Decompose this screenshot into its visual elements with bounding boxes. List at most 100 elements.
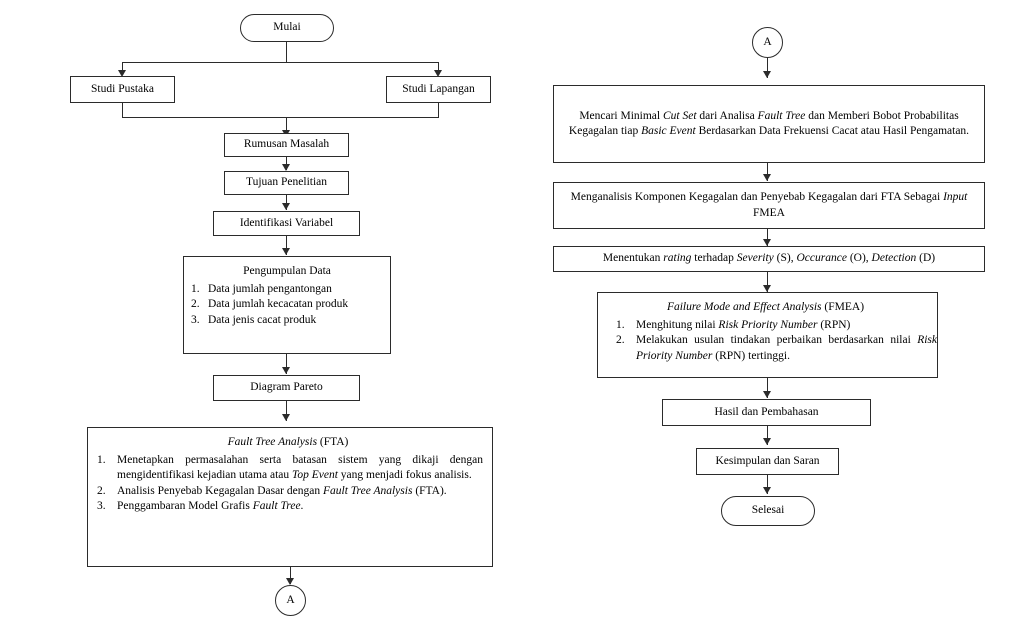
arrow-to-fmea <box>763 285 771 292</box>
line-hasil-down <box>767 426 769 445</box>
arrow-to-fta <box>282 414 290 421</box>
node-hasil-pembahasan-label: Hasil dan Pembahasan <box>714 405 819 418</box>
line-fta-down <box>290 567 292 584</box>
node-selesai-label: Selesai <box>751 504 785 517</box>
list-item-number: 3. <box>191 313 200 326</box>
node-cut-set-text: Mencari Minimal Cut Set dari Analisa Fau… <box>568 109 970 137</box>
list-item: 2. Data jumlah kecacatan produk <box>188 297 384 312</box>
list-item-text: Data jenis cacat produk <box>208 313 317 326</box>
node-pengumpulan-data: Pengumpulan Data 1. Data jumlah penganto… <box>183 256 391 354</box>
list-item-text: Data jumlah kecacatan produk <box>208 298 349 311</box>
fta-list: 1. Menetapkan permasalahan serta batasan… <box>91 453 485 514</box>
list-item: 1. Data jumlah pengantongan <box>188 282 384 297</box>
node-mulai: Mulai <box>240 14 334 42</box>
list-item-number: 1. <box>191 283 200 296</box>
arrow-to-studi-lapangan <box>434 70 442 77</box>
line-split-left-down <box>122 62 124 72</box>
node-connector-a-in: A <box>752 27 783 58</box>
list-item-number: 2. <box>97 484 106 497</box>
line-pustaka-down <box>122 103 124 117</box>
list-item: 3. Data jenis cacat produk <box>188 313 384 328</box>
node-pengumpulan-data-heading: Pengumpulan Data <box>243 265 331 277</box>
line-split-right-down <box>438 62 440 72</box>
node-studi-lapangan: Studi Lapangan <box>386 76 491 103</box>
list-item-text: Data jumlah pengantongan <box>208 283 332 296</box>
heading-rest: (FTA) <box>317 436 349 448</box>
list-item: 1. Menghitung nilai Risk Priority Number… <box>610 318 937 333</box>
node-menentukan-rating-text: Menentukan rating terhadap Severity (S),… <box>602 252 936 265</box>
list-item-text: Menetapkan permasalahan serta batasan si… <box>117 454 483 482</box>
line-split-bus <box>122 62 439 64</box>
node-connector-a-in-label: A <box>763 35 772 48</box>
node-rumusan-masalah: Rumusan Masalah <box>224 133 349 157</box>
line-mulai-down <box>286 42 288 62</box>
list-item-text: Melakukan usulan tindakan perbaikan berd… <box>636 334 937 362</box>
line-pareto-down <box>286 401 288 421</box>
node-menganalisis-komponen: Menganalisis Komponen Kegagalan dan Peny… <box>553 182 985 229</box>
node-connector-a-out-label: A <box>286 593 295 606</box>
node-kesimpulan-saran-label: Kesimpulan dan Saran <box>715 454 820 467</box>
node-tujuan-penelitian-label: Tujuan Penelitian <box>245 176 328 189</box>
list-item-text: Menghitung nilai Risk Priority Number (R… <box>636 319 851 332</box>
node-diagram-pareto-label: Diagram Pareto <box>250 381 323 394</box>
node-fmea: Failure Mode and Effect Analysis (FMEA) … <box>597 292 938 378</box>
arrow-to-pengumpulan <box>282 248 290 255</box>
list-item-number: 3. <box>97 499 106 512</box>
arrow-to-connector-a-left <box>286 578 294 585</box>
list-item-number: 2. <box>616 334 625 347</box>
node-studi-lapangan-label: Studi Lapangan <box>402 82 475 95</box>
line-kesimpulan-down <box>767 475 769 494</box>
arrow-to-rating <box>763 239 771 246</box>
node-menentukan-rating: Menentukan rating terhadap Severity (S),… <box>553 246 985 272</box>
node-connector-a-out: A <box>275 585 306 616</box>
list-item: 3. Penggambaran Model Grafis Fault Tree. <box>91 499 483 514</box>
list-item-number: 1. <box>616 319 625 332</box>
line-menganalisis-down <box>767 229 769 246</box>
list-item-text: Penggambaran Model Grafis Fault Tree. <box>117 499 304 512</box>
heading-italic: Failure Mode and Effect Analysis <box>666 301 822 313</box>
fmea-list: 1. Menghitung nilai Risk Priority Number… <box>592 318 939 364</box>
pengumpulan-data-list: 1. Data jumlah pengantongan 2. Data juml… <box>188 282 386 328</box>
arrow-to-selesai <box>763 487 771 494</box>
line-merge-bus <box>122 117 439 119</box>
line-cutset-down <box>767 163 769 181</box>
node-fault-tree-analysis-heading: Fault Tree Analysis (FTA) <box>92 435 484 450</box>
list-item: 2. Melakukan usulan tindakan perbaikan b… <box>610 333 937 363</box>
heading-rest: (FMEA) <box>821 301 865 313</box>
node-selesai: Selesai <box>721 496 815 526</box>
node-fmea-heading: Failure Mode and Effect Analysis (FMEA) <box>602 300 929 315</box>
arrow-to-menganalisis <box>763 174 771 181</box>
node-menganalisis-komponen-text: Menganalisis Komponen Kegagalan dan Peny… <box>570 191 968 219</box>
line-merge-down <box>286 117 288 132</box>
node-fault-tree-analysis: Fault Tree Analysis (FTA) 1. Menetapkan … <box>87 427 493 567</box>
list-item-text: Analisis Penyebab Kegagalan Dasar dengan… <box>117 484 447 497</box>
node-hasil-pembahasan: Hasil dan Pembahasan <box>662 399 871 426</box>
node-rumusan-masalah-label: Rumusan Masalah <box>243 138 330 151</box>
list-item: 2. Analisis Penyebab Kegagalan Dasar den… <box>91 484 483 499</box>
arrow-to-pareto <box>282 367 290 374</box>
line-fmea-down <box>767 378 769 398</box>
arrow-to-kesimpulan <box>763 438 771 445</box>
node-identifikasi-variabel: Identifikasi Variabel <box>213 211 360 236</box>
line-tujuan-down <box>286 195 288 210</box>
arrow-to-identifikasi <box>282 203 290 210</box>
list-item: 1. Menetapkan permasalahan serta batasan… <box>91 453 483 483</box>
arrow-to-tujuan <box>282 164 290 171</box>
heading-italic: Fault Tree Analysis <box>227 436 318 448</box>
line-rating-down <box>767 272 769 292</box>
node-studi-pustaka: Studi Pustaka <box>70 76 175 103</box>
arrow-to-cutset <box>763 71 771 78</box>
node-tujuan-penelitian: Tujuan Penelitian <box>224 171 349 195</box>
list-item-number: 1. <box>97 454 106 467</box>
line-connector-a-down <box>767 58 769 78</box>
line-pengumpulan-down <box>286 354 288 374</box>
node-studi-pustaka-label: Studi Pustaka <box>91 82 154 95</box>
node-mulai-label: Mulai <box>273 21 301 34</box>
line-identifikasi-down <box>286 236 288 255</box>
list-item-number: 2. <box>191 298 200 311</box>
arrow-to-studi-pustaka <box>118 70 126 77</box>
node-cut-set: Mencari Minimal Cut Set dari Analisa Fau… <box>553 85 985 163</box>
node-identifikasi-variabel-label: Identifikasi Variabel <box>239 216 334 229</box>
line-rumusan-down <box>286 157 288 170</box>
